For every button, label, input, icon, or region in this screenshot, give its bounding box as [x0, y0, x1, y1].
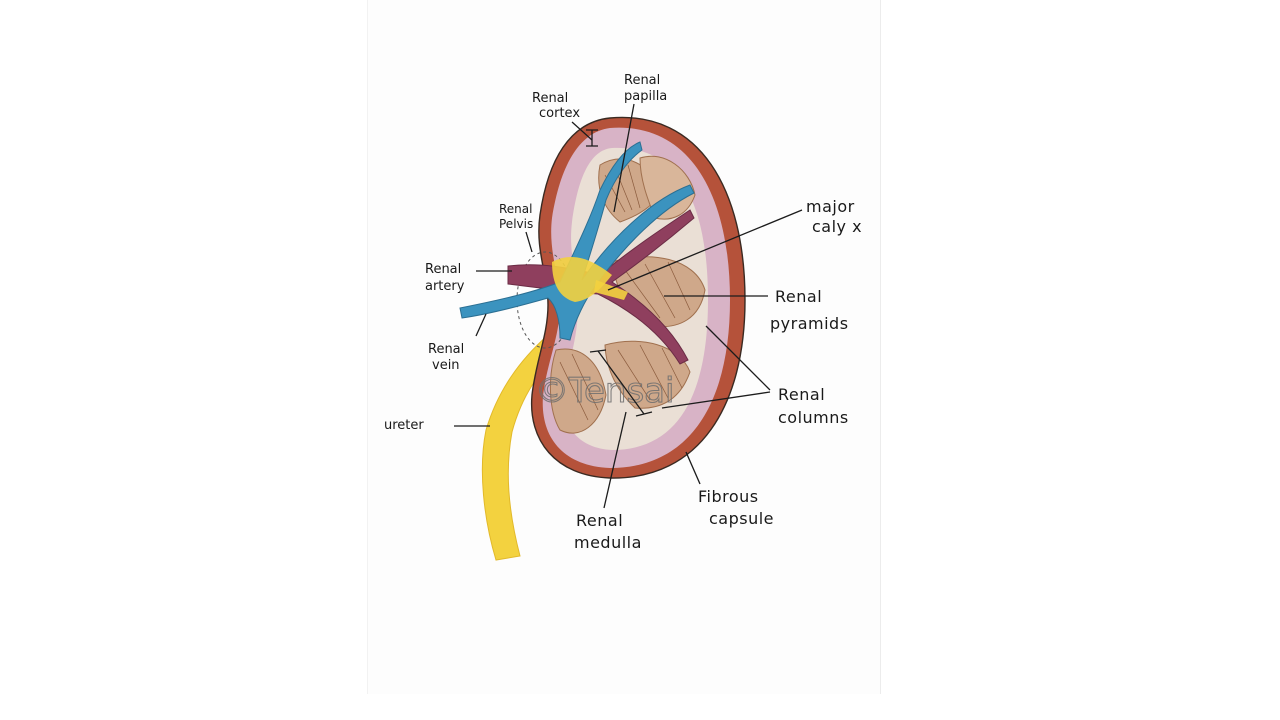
label-fibrous-capsule-line2: capsule [709, 509, 774, 528]
label-renal-pyramids-line1: Renal [775, 287, 822, 306]
leader-renal-columns-upper [705, 325, 771, 391]
label-major-calyx-line1: major [806, 197, 855, 216]
label-renal-cortex-line2: cortex [539, 106, 580, 121]
label-renal-papilla-line1: Renal [624, 73, 660, 88]
label-renal-artery-line1: Renal [425, 262, 461, 277]
label-renal-pelvis-line2: Pelvis [499, 217, 533, 231]
label-renal-vein-line1: Renal [428, 342, 464, 357]
bracket-renal-medulla [589, 349, 653, 417]
renal-pyramid [604, 340, 691, 409]
label-renal-columns-line2: columns [778, 408, 849, 427]
bracket-renal-cortex [586, 129, 598, 147]
label-major-calyx-line2: caly x [812, 217, 862, 236]
label-fibrous-capsule-line1: Fibrous [698, 487, 759, 506]
leader-renal-pelvis [525, 231, 533, 253]
renal-pyramid [549, 348, 607, 434]
leader-renal-papilla [613, 103, 635, 213]
leader-renal-medulla [603, 411, 627, 509]
label-renal-columns-line1: Renal [778, 385, 825, 404]
label-renal-cortex-line1: Renal [532, 91, 568, 106]
leader-major-calyx [607, 209, 803, 291]
label-renal-vein-line2: vein [432, 358, 460, 373]
label-renal-pelvis-line1: Renal [499, 202, 532, 216]
label-renal-papilla-line2: papilla [624, 89, 667, 104]
label-renal-artery-line2: artery [425, 279, 465, 294]
renal-pyramid [639, 155, 696, 220]
leader-fibrous-capsule [685, 451, 701, 485]
leader-renal-columns-lower [661, 391, 771, 409]
pyramid-striations [559, 164, 691, 421]
watermark: ©Tensai [535, 371, 674, 411]
ureter [481, 334, 563, 561]
label-renal-medulla-line2: medulla [574, 533, 642, 552]
minor-calyx [594, 280, 628, 300]
label-ureter: ureter [384, 418, 424, 433]
label-renal-medulla-line1: Renal [576, 511, 623, 530]
leader-renal-cortex [571, 121, 593, 141]
leader-renal-vein [475, 313, 487, 337]
label-renal-pyramids-line2: pyramids [770, 314, 849, 333]
